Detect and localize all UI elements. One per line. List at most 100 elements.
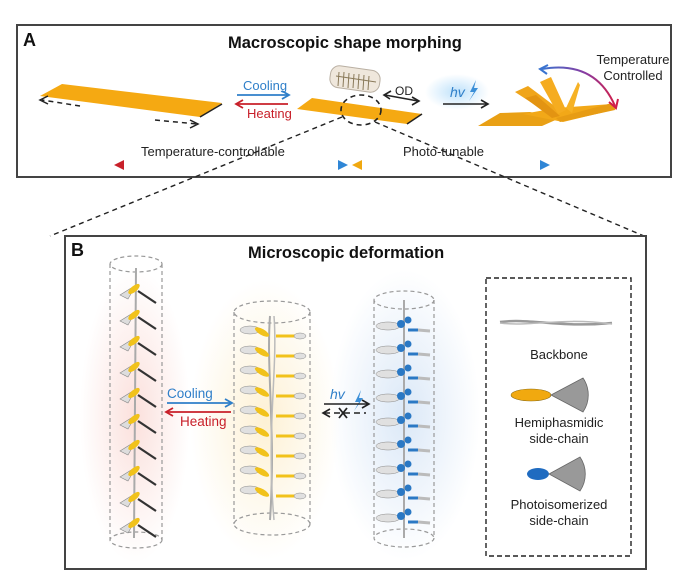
side-chain-wedge	[375, 465, 401, 475]
side-chain-core	[404, 484, 412, 492]
hv-arrow-b	[324, 399, 371, 409]
legend-box	[485, 277, 632, 557]
stretch-arrow-left	[38, 95, 81, 107]
side-chain-wedge	[293, 352, 307, 360]
side-chain-core	[254, 407, 270, 417]
side-chain-core	[404, 364, 412, 372]
hv-label-b: hv	[330, 386, 345, 402]
hv-arrow-a	[443, 99, 490, 109]
side-chain-core	[404, 412, 412, 420]
light-glow	[425, 74, 489, 110]
film-strip-short	[297, 98, 423, 125]
side-chain-wedge	[293, 412, 307, 420]
photo-tunable-label: Photo-tunable	[403, 144, 484, 159]
cylinder-cooled	[233, 300, 311, 536]
side-chain-core	[404, 436, 412, 444]
side-chain-wedge	[293, 492, 307, 500]
side-chain-core	[404, 388, 412, 396]
side-chain-tail	[137, 316, 157, 330]
panel-b-title: Microscopic deformation	[248, 244, 445, 262]
side-chain-wedge	[375, 417, 401, 427]
side-chain-tail	[137, 394, 157, 408]
side-chain-core	[397, 368, 405, 376]
side-chain-core	[128, 309, 140, 321]
side-chain-core	[254, 427, 270, 437]
heating-label-b: Heating	[180, 414, 227, 429]
side-chain-core	[128, 283, 140, 295]
heating-label-a: Heating	[247, 106, 292, 121]
side-chain-wedge	[417, 424, 431, 429]
side-chain-tail	[137, 290, 157, 304]
side-chain-core	[397, 392, 405, 400]
hemiphasmidic-label-line2: side-chain	[529, 431, 589, 446]
side-chain-wedge	[417, 520, 431, 525]
cooling-label-a: Cooling	[243, 78, 288, 93]
side-chain-core	[128, 387, 140, 399]
side-chain-core	[254, 347, 270, 357]
side-chain-tail	[137, 498, 157, 512]
side-chain-wedge	[375, 369, 401, 379]
side-chain-core	[404, 316, 412, 324]
lightning-icon	[469, 80, 478, 101]
polymer-chain-irradiated	[375, 300, 431, 538]
side-chain-core	[254, 367, 270, 377]
heating-arrow-a	[234, 99, 288, 109]
side-chain-tail	[137, 446, 157, 460]
od-label: OD	[395, 84, 413, 98]
side-chain-core	[397, 464, 405, 472]
temperature-controlled-line2: Controlled	[603, 68, 663, 83]
side-chain-wedge	[417, 448, 431, 453]
panel-a-title: Macroscopic shape morphing	[228, 34, 462, 52]
polymer-chain-heated	[119, 267, 157, 539]
photoisomerized-legend-icon	[527, 456, 586, 492]
side-chain-wedge	[375, 489, 401, 499]
side-chain-wedge	[293, 452, 307, 460]
side-chain-core	[128, 439, 140, 451]
side-chain-wedge	[417, 328, 431, 333]
side-chain-tail	[137, 342, 157, 356]
film-strip-long	[40, 84, 223, 118]
side-chain-core	[404, 340, 412, 348]
panel-b-letter: B	[71, 240, 84, 260]
temperature-range-arrow	[114, 160, 348, 170]
side-chain-core	[397, 320, 405, 328]
side-chain-wedge	[293, 432, 307, 440]
cooled-glow	[190, 280, 340, 560]
side-chain-wedge	[417, 352, 431, 357]
side-chain-core	[397, 488, 405, 496]
cooling-arrow-a	[237, 90, 291, 100]
zoom-line-right	[374, 121, 645, 237]
zoom-circle	[340, 94, 382, 126]
photoisomerized-label-line2: side-chain	[529, 513, 589, 528]
heating-arrow-b	[164, 407, 231, 417]
side-chain-core	[397, 344, 405, 352]
side-chain-wedge	[375, 345, 401, 355]
side-chain-wedge	[293, 392, 307, 400]
backbone	[270, 315, 276, 521]
hemiphasmidic-label-line1: Hemiphasmidic	[514, 415, 604, 430]
side-chain-wedge	[375, 321, 401, 331]
side-chain-wedge	[417, 376, 431, 381]
blocked-reverse-arrow	[321, 407, 366, 419]
side-chain-wedge	[417, 400, 431, 405]
side-chain-wedge	[293, 372, 307, 380]
panel-a-letter: A	[23, 30, 36, 50]
side-chain-wedge	[293, 332, 307, 340]
side-chain-wedge	[417, 472, 431, 477]
side-chain-core	[397, 440, 405, 448]
molecule-cylinder-icon	[329, 65, 381, 93]
photoisomerized-label-line1: Photoisomerized	[510, 497, 608, 512]
od-arrow	[382, 90, 421, 106]
temperature-controlled-line1: Temperature	[596, 52, 670, 67]
side-chain-tail	[137, 420, 157, 434]
side-chain-tail	[137, 472, 157, 486]
side-chain-core	[128, 361, 140, 373]
zoom-line-left	[49, 116, 343, 237]
side-chain-tail	[137, 368, 157, 382]
side-chain-core	[254, 487, 270, 497]
side-chain-core	[128, 335, 140, 347]
hemiphasmidic-legend-icon	[510, 377, 589, 413]
hv-label-a: hv	[450, 84, 465, 100]
backbone-legend-icon	[499, 319, 613, 326]
